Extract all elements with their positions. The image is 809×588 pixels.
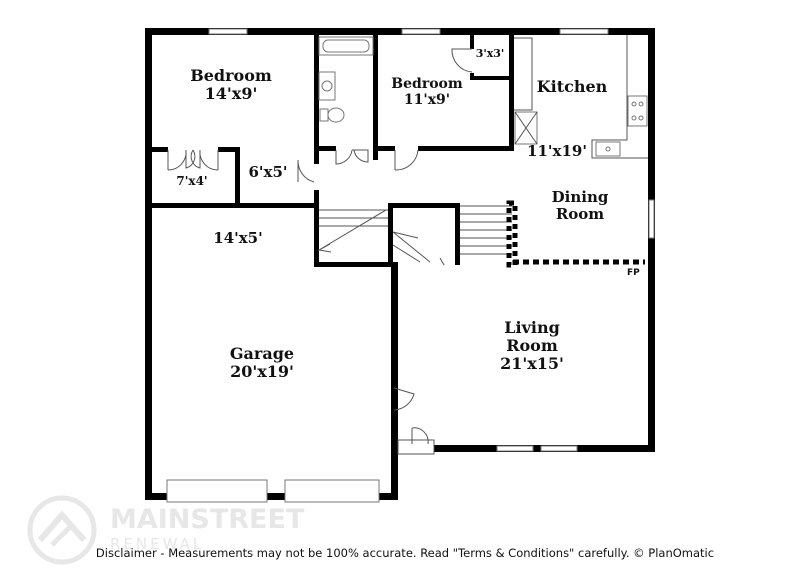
house-logo-icon xyxy=(27,495,97,565)
brand-watermark: MAINSTREET RENEWAL xyxy=(27,495,305,565)
svg-text:Bedroom: Bedroom xyxy=(391,76,463,92)
garage-door-left xyxy=(166,479,268,503)
svg-text:Garage: Garage xyxy=(230,344,294,363)
window-bedroom1 xyxy=(208,28,248,35)
svg-text:Dining: Dining xyxy=(552,188,609,206)
brand-name: MAINSTREET xyxy=(110,504,305,535)
stove xyxy=(627,95,648,127)
window-living-2 xyxy=(540,445,578,452)
svg-text:Room: Room xyxy=(506,336,558,355)
doors xyxy=(167,48,473,455)
room-label-closet-7x4: 7'x4' xyxy=(176,174,207,188)
stairs xyxy=(317,200,645,268)
windows xyxy=(166,28,655,503)
brand-subtitle: RENEWAL xyxy=(110,535,204,553)
kitchen-fixtures xyxy=(514,35,648,159)
svg-text:21'x15': 21'x15' xyxy=(500,354,564,373)
svg-text:14'x9': 14'x9' xyxy=(205,84,258,103)
svg-text:Bedroom: Bedroom xyxy=(190,66,272,85)
toilet xyxy=(327,107,345,123)
window-kitchen xyxy=(559,28,609,35)
garage-door-right xyxy=(284,479,380,503)
disclaimer-text: Disclaimer - Measurements may not be 100… xyxy=(96,546,714,560)
room-label-hall-6x5: 6'x5' xyxy=(248,163,287,181)
svg-text:11'x9': 11'x9' xyxy=(404,92,450,108)
room-label-closet-3x3: 3'x3' xyxy=(476,47,505,60)
room-label-garage: Garage 20'x19' xyxy=(230,344,294,381)
fireplace-label: FP xyxy=(627,268,640,278)
window-dining xyxy=(648,199,655,239)
bath-fixtures xyxy=(318,36,374,123)
svg-text:Living: Living xyxy=(504,318,560,337)
svg-text:11'x19': 11'x19' xyxy=(527,142,587,160)
svg-text:20'x19': 20'x19' xyxy=(230,362,294,381)
room-label-dining: Dining Room xyxy=(552,188,609,223)
room-label-kitchen: Kitchen 11'x19' xyxy=(527,77,608,160)
svg-text:Kitchen: Kitchen xyxy=(537,77,608,96)
room-label-laundry-14x5: 14'x5' xyxy=(213,229,262,247)
window-living-1 xyxy=(496,445,534,452)
room-label-bedroom2: Bedroom 11'x9' xyxy=(391,76,463,108)
svg-text:Room: Room xyxy=(556,205,604,223)
room-label-living: Living Room 21'x15' xyxy=(500,318,564,373)
room-label-bedroom1: Bedroom 14'x9' xyxy=(190,66,272,103)
interior-walls xyxy=(152,35,514,267)
window-bedroom2 xyxy=(401,28,441,35)
